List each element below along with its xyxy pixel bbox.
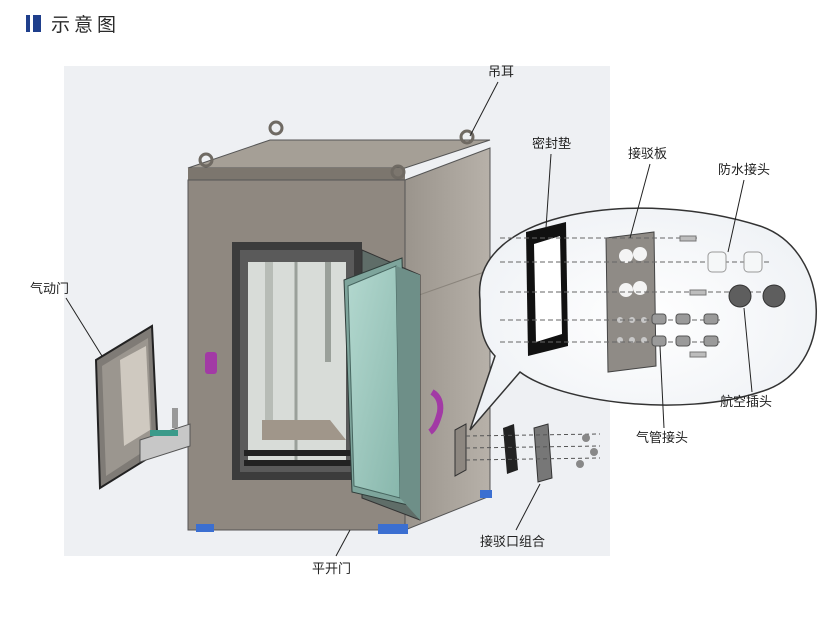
leader-lines xyxy=(65,81,753,557)
label-seal-gasket: 密封垫 xyxy=(532,136,571,152)
section-header: 示意图 xyxy=(26,10,120,36)
hinged-door-panel xyxy=(343,249,444,521)
cabinet xyxy=(187,139,492,534)
label-air-pipe-connector: 气管接头 xyxy=(636,430,688,446)
page-title: 示意图 xyxy=(51,13,121,36)
air-pipe-connector-parts xyxy=(651,313,719,347)
adapter-plate-part xyxy=(605,231,657,373)
label-interface-assembly: 接驳口组合 xyxy=(480,534,545,550)
label-waterproof-connector: 防水接头 xyxy=(718,162,770,178)
lifting-ear-icons xyxy=(198,120,475,180)
aviation-plug-parts xyxy=(728,284,786,308)
pneumatic-door-part xyxy=(94,324,191,490)
interface-assembly-part xyxy=(454,423,601,483)
left-handle-icon xyxy=(205,352,217,374)
label-aviation-plug: 航空插头 xyxy=(720,394,772,410)
label-pneumatic-door: 气动门 xyxy=(30,281,69,297)
label-lifting-ear: 吊耳 xyxy=(488,65,514,80)
header-square-icon xyxy=(26,14,41,32)
label-adapter-plate: 接驳板 xyxy=(628,146,667,162)
waterproof-connector-parts xyxy=(707,251,763,273)
detail-callout xyxy=(469,207,817,431)
label-hinged-door: 平开门 xyxy=(312,562,351,577)
